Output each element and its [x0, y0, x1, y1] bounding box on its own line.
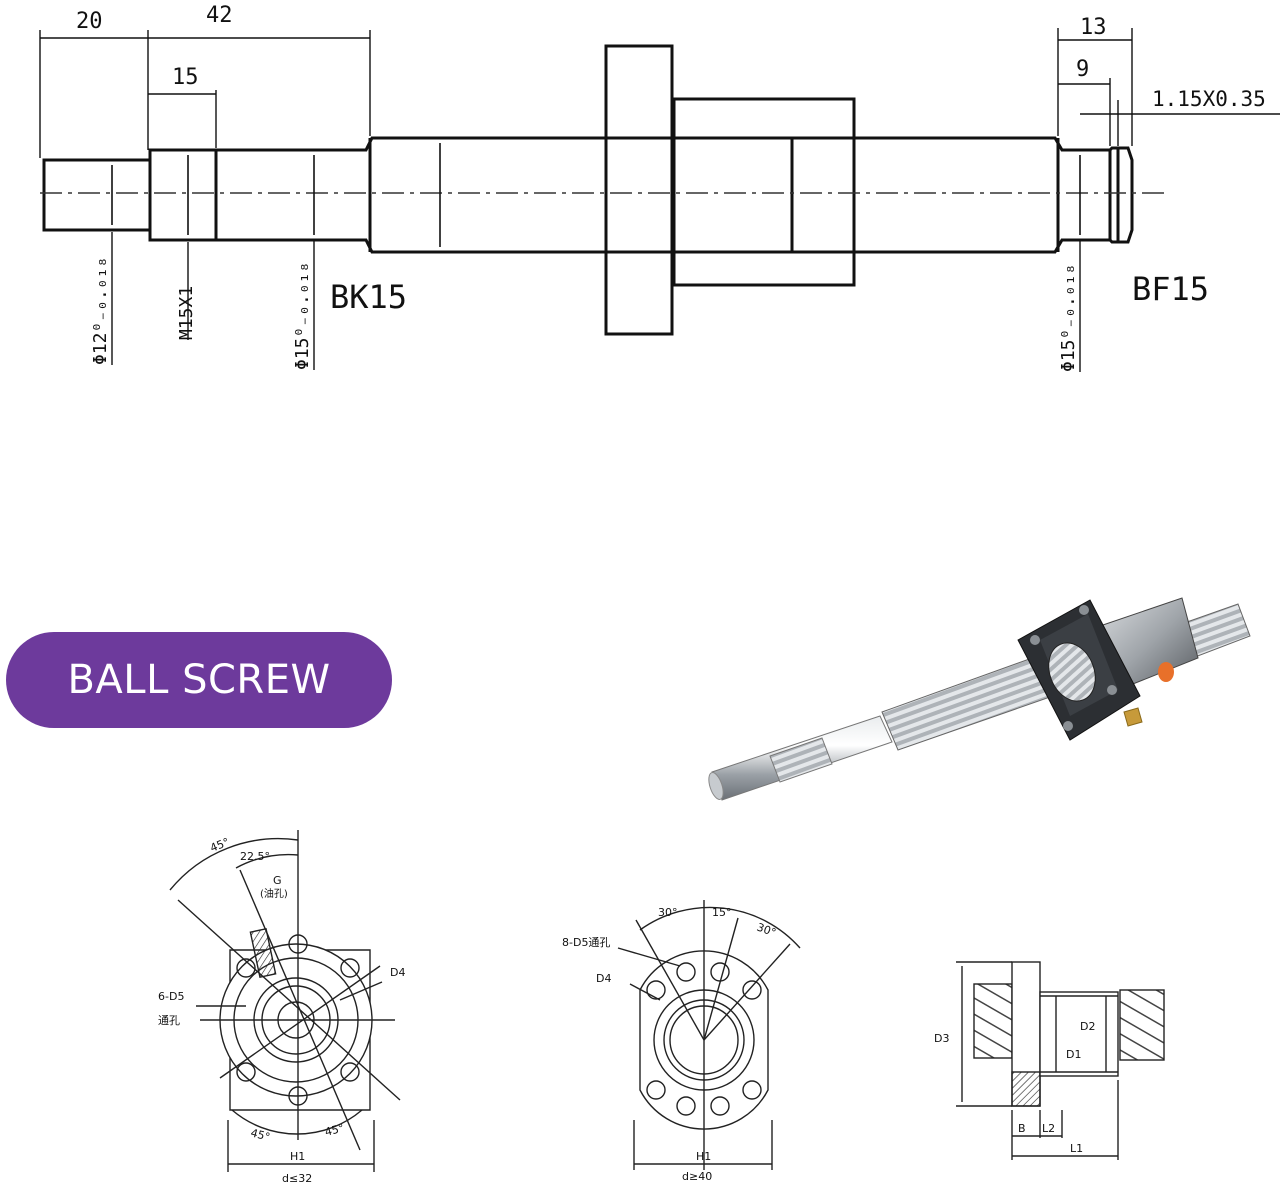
nut-left-g-sub: (油孔)	[260, 887, 288, 900]
dim-13: 13	[1080, 15, 1107, 40]
label-m15x1: M15X1	[176, 286, 197, 340]
badge-label: BALL SCREW	[67, 657, 331, 703]
nut-side-d2: D2	[1080, 1020, 1095, 1033]
dim-9: 9	[1076, 57, 1089, 82]
nut-side-b: B	[1018, 1122, 1026, 1135]
nut-left-angle-45-br: 45°	[323, 1121, 345, 1139]
ball-screw-badge: BALL SCREW	[6, 632, 392, 728]
nut-left-drawing	[169, 830, 401, 1172]
nut-side-drawing	[956, 961, 1165, 1160]
ball-screw-photo	[708, 597, 1251, 801]
nut-left-d4: D4	[390, 966, 405, 979]
label-dia12: Φ12⁰₋₀.₀₁₈	[90, 257, 111, 365]
dim-groove: 1.15X0.35	[1152, 87, 1266, 111]
nut-left-angle-22-5: 22.5°	[240, 850, 270, 863]
nut-side-l2: L2	[1042, 1122, 1055, 1135]
dimension-lines	[39, 28, 1280, 372]
nut-body	[672, 97, 856, 287]
nut-left-h1: H1	[290, 1150, 305, 1163]
nut-left-g: G	[273, 874, 282, 887]
label-dia15-left: Φ15⁰₋₀.₀₁₈	[292, 262, 313, 370]
shaft-outline	[42, 136, 1134, 254]
nut-mid-drawing	[617, 900, 801, 1170]
label-dia15-right: Φ15⁰₋₀.₀₁₈	[1058, 264, 1079, 372]
diameter-arrows	[111, 143, 1081, 247]
shaft-drawing	[42, 44, 1134, 336]
nut-mid-holes: 8-D5通孔	[562, 936, 610, 949]
nut-mid-h1: H1	[696, 1150, 711, 1163]
nut-mid-angle-30-right: 30°	[755, 921, 778, 940]
support-bk15: BK15	[330, 278, 407, 316]
nut-mid-angle-30-left: 30°	[658, 906, 678, 919]
nut-left-holes: 6-D5	[158, 990, 184, 1003]
nut-side-l1: L1	[1070, 1142, 1083, 1155]
nut-side-d1: D1	[1066, 1048, 1081, 1061]
nut-flange	[604, 44, 674, 336]
nut-left-angle-45: 45°	[208, 835, 231, 854]
nut-mid-angle-15: 15°	[712, 906, 732, 919]
nut-mid-d4: D4	[596, 972, 611, 985]
nut-left-holes-sub: 通孔	[158, 1014, 180, 1027]
support-bf15: BF15	[1132, 270, 1209, 308]
dim-20: 20	[76, 9, 103, 34]
nut-side-d3: D3	[934, 1032, 949, 1045]
nut-left-d-cond: d≤32	[282, 1172, 312, 1185]
dim-15: 15	[172, 65, 199, 90]
nut-mid-d-cond: d≥40	[682, 1170, 712, 1183]
dim-42: 42	[206, 3, 233, 28]
nut-left-angle-45-bl: 45°	[249, 1126, 271, 1144]
